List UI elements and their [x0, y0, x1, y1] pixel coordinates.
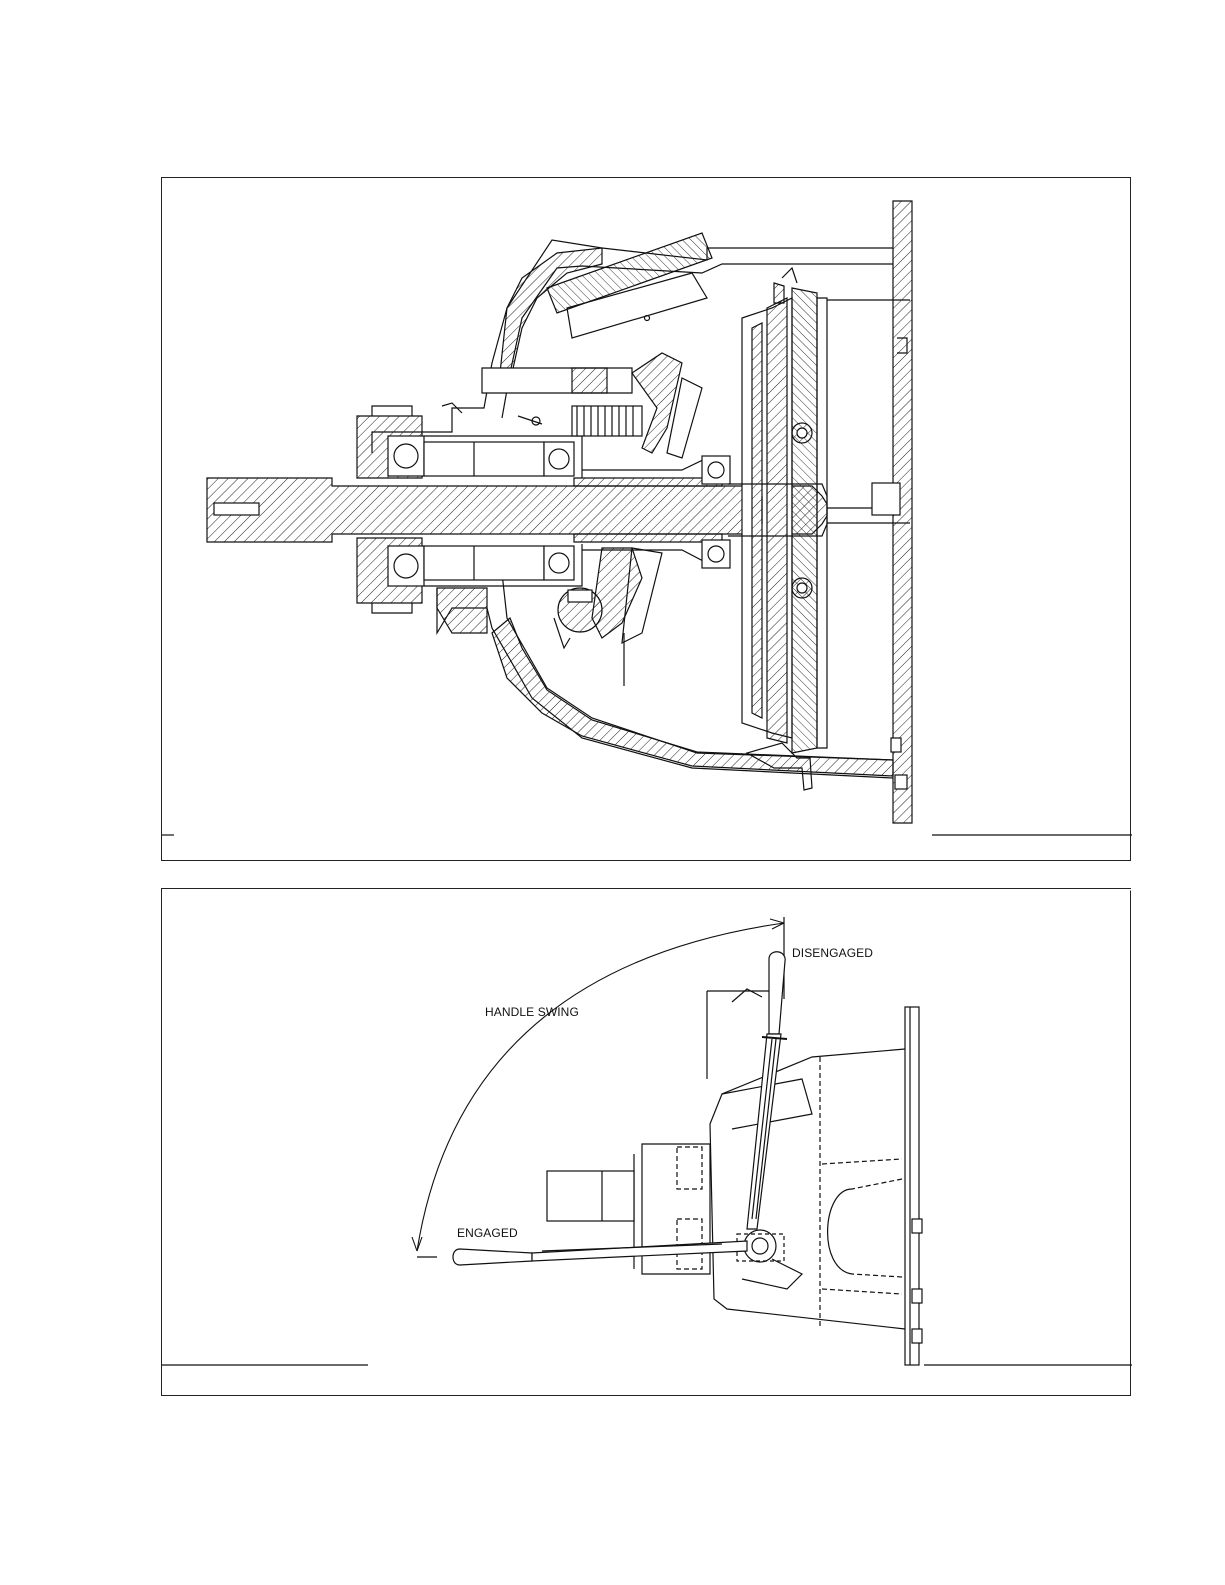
main-shaft: [207, 478, 827, 542]
handle-grip-engaged: [453, 1249, 532, 1265]
handle-swing-drawing: [162, 889, 1132, 1397]
handle-swing-figure: DISENGAGED HANDLE SWING ENGAGED: [161, 888, 1131, 1396]
clutch-cross-section-drawing: [162, 178, 1132, 862]
handle-grip-disengaged: [769, 952, 785, 1034]
disengaged-label: DISENGAGED: [792, 946, 873, 960]
shaft-stub: [547, 1171, 634, 1221]
pivot-hub: [744, 1230, 776, 1262]
handle-swing-label: HANDLE SWING: [485, 1005, 579, 1019]
mounting-flange: [905, 1007, 919, 1365]
engaged-label: ENGAGED: [457, 1226, 518, 1240]
sectional-view-figure: [161, 177, 1131, 861]
release-spring: [572, 406, 642, 436]
